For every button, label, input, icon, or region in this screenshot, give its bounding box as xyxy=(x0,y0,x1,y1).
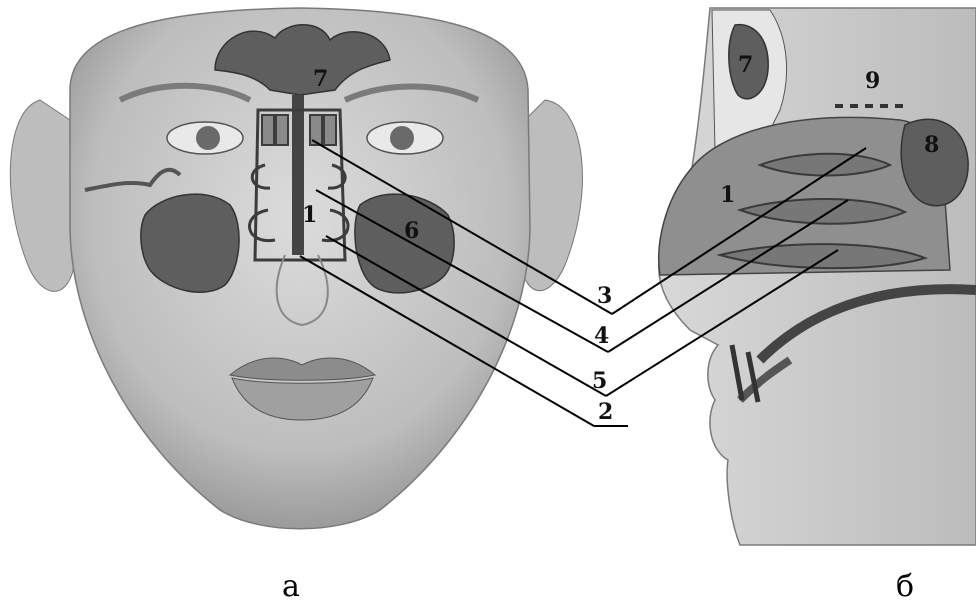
right-iris xyxy=(390,126,414,150)
callout-4: 4 xyxy=(594,323,609,349)
callout-3: 3 xyxy=(597,283,612,309)
label-b-7: 7 xyxy=(738,52,753,78)
label-a-1: 1 xyxy=(302,202,317,228)
callout-5: 5 xyxy=(592,368,607,394)
left-ear xyxy=(10,100,75,291)
callout-2: 2 xyxy=(598,399,613,425)
left-iris xyxy=(196,126,220,150)
caption-a: а xyxy=(282,569,300,604)
label-b-8: 8 xyxy=(924,132,939,158)
sagittal-head-profile xyxy=(659,8,976,545)
label-a-7: 7 xyxy=(313,66,328,92)
panel-b-sagittal-illustration xyxy=(659,8,976,545)
caption-b: б xyxy=(896,569,914,604)
panel-a-face-illustration xyxy=(10,8,582,529)
label-b-9: 9 xyxy=(865,68,880,94)
nasal-septum xyxy=(292,95,304,255)
label-b-1: 1 xyxy=(720,182,735,208)
label-a-6: 6 xyxy=(404,218,419,244)
